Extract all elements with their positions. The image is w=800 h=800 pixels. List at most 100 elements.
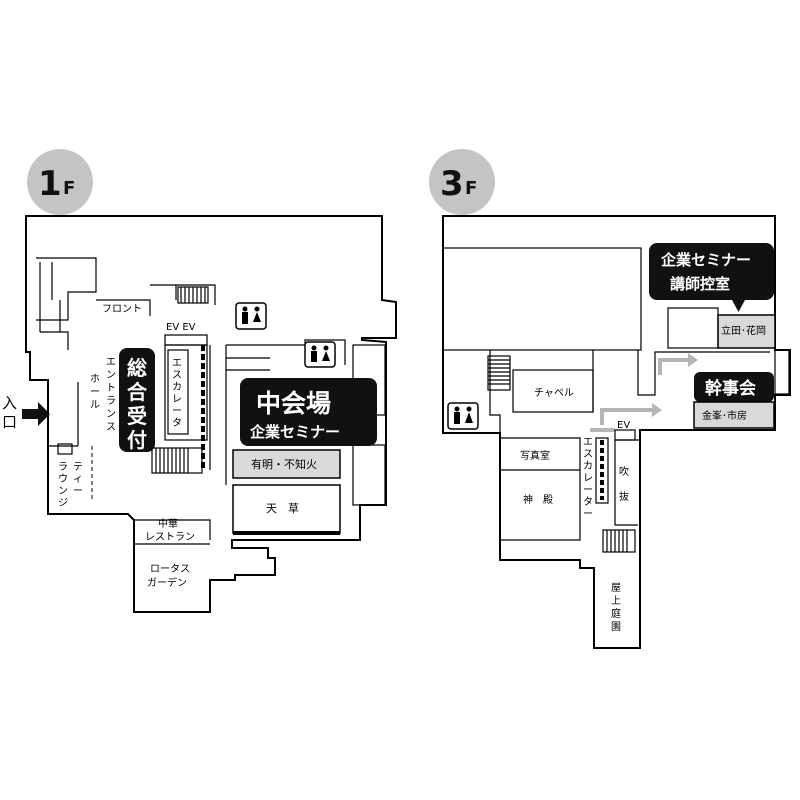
chinese-restaurant-label-2: レストラン [145,531,195,543]
svg-text:上: 上 [611,595,621,607]
main-hall-badge: 中会場 企業セミナー [240,378,377,446]
svg-text:ー: ー [73,486,83,497]
svg-text:ウ: ウ [58,473,68,485]
entrance-marker: 入 口 [2,394,50,431]
svg-text:ン: ン [106,370,116,381]
entrance-arrow-icon [22,402,50,426]
svg-text:ン: ン [58,486,68,497]
room-ariake-shiranui [232,449,341,479]
stairs-3f-left [487,355,511,391]
svg-text:ホ: ホ [90,373,100,385]
svg-text:レ: レ [583,473,593,484]
svg-text:ル: ル [90,400,100,411]
floor-1-circle [27,149,93,215]
floor-1-label: 1 F [27,149,93,215]
restroom-icon [235,302,267,330]
floor-3-circle [429,149,495,215]
entrance-hall-label: エ ン ト ラ ン ス ホ ー ル [90,357,116,433]
front-desk-label: フロント [102,304,142,315]
svg-text:エ: エ [172,358,182,369]
chapel-label: チャペル [534,387,574,399]
f1-hall-walls [47,380,79,447]
svg-text:ー: ー [583,485,593,496]
f1-right-rooms [225,339,346,485]
f3-large-block [442,247,642,351]
svg-text:ン: ン [106,409,116,420]
svg-text:庭: 庭 [611,607,621,620]
shrine-label: 神 殿 [523,493,553,506]
f1-upper-rooms [36,257,97,321]
floor-1-outline [25,215,397,613]
stairs-lower [151,447,203,474]
svg-text:レ: レ [172,394,182,405]
lotus-garden-label-2: ガーデン [147,576,187,589]
seminar-badge-line-2: 講師控室 [670,275,730,293]
room-tachibana [717,314,776,349]
atrium-label-2: 抜 [619,490,629,503]
seminar-badge-line-1: 企業セミナー [660,251,751,269]
restroom-icon [447,402,479,430]
entrance-label-2: 口 [2,413,17,431]
svg-text:ー: ー [172,406,182,417]
svg-text:総: 総 [127,356,147,380]
floor-1-number: 1 [38,164,62,204]
svg-text:ー: ー [172,430,182,441]
svg-text:屋: 屋 [611,582,621,594]
atrium-outline [614,439,640,526]
svg-text:ス: ス [583,449,593,460]
f1-restaurant-walls [134,519,211,545]
escalator-3f: エ ス カ レ ー タ ー [583,437,609,520]
stairs-3f-lower [602,529,636,553]
svg-text:ラ: ラ [58,461,68,473]
elevator-shafts [164,334,208,346]
svg-text:ト: ト [106,383,116,394]
general-reception-badge: 総 合 受 付 [119,348,155,452]
chinese-restaurant-label-1: 中華 [158,517,178,530]
ev-3f-shaft [614,429,636,441]
svg-text:付: 付 [127,428,147,452]
ev-3f-label: EV [617,420,630,431]
stairs-front [177,286,209,304]
route-arrows [590,353,698,432]
svg-text:ス: ス [106,422,116,433]
floor-3-map: 3 F 企業セミナー 講師控室 立田･花岡 チャペル [429,149,791,649]
room-kinpo-label: 金峯･市房 [702,409,747,422]
room-amakusa-label: 天 草 [266,502,299,515]
secretariat-badge-label: 幹事会 [705,378,756,399]
svg-text:ス: ス [172,370,182,381]
svg-text:ー: ー [90,387,100,398]
f3-right-stair [774,349,790,395]
photo-studio-label: 写真室 [520,449,550,462]
floor-3-number: 3 [440,164,464,204]
svg-text:エ: エ [583,437,593,448]
svg-text:ィ: ィ [73,474,83,485]
entrance-label-1: 入 [2,394,17,412]
svg-text:ラ: ラ [106,395,116,407]
floor-1-map: 1 F フロント EV EV 入 口 [2,149,397,613]
svg-text:タ: タ [172,417,182,429]
floor-3-f: F [465,178,477,199]
svg-text:エ: エ [106,357,116,368]
room-tachibana-label: 立田･花岡 [721,324,766,337]
secretariat-badge: 幹事会 [694,372,774,402]
f1-lower-rooms [39,262,69,350]
main-hall-title: 中会場 [256,389,331,418]
instructor-room-badge: 企業セミナー 講師控室 [649,243,774,312]
escalator-1f: エ ス カ レ ー タ ー [164,344,211,470]
svg-text:ジ: ジ [58,498,68,509]
rooftop-garden-label: 屋 上 庭 園 [611,582,621,633]
main-hall-subtitle: 企業セミナー [249,423,340,441]
svg-text:受: 受 [127,404,147,428]
f3-side-room [667,307,719,349]
svg-text:合: 合 [127,380,148,404]
svg-text:園: 園 [611,621,621,633]
restroom-icon [304,341,336,368]
svg-text:ー: ー [583,509,593,520]
floor-1-f: F [63,178,75,199]
f1-side-room-2 [352,444,386,506]
lotus-garden-label-1: ロータス [150,563,190,575]
lounge-sign [57,443,73,455]
tea-lounge-label: テ ィ ー ラ ウ ン ジ [58,461,83,509]
room-kinpo [693,401,775,429]
